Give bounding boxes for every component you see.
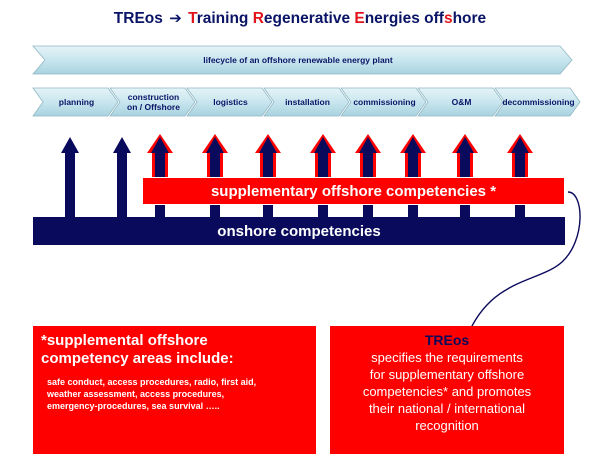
lifecycle-chevron: [32, 45, 573, 75]
treos-description: specifies the requirements for supplemen…: [362, 350, 532, 433]
stage-chevron: [340, 87, 427, 117]
onshore-arrow: [113, 137, 131, 218]
title-initial: R: [252, 10, 264, 27]
supplemental-areas-box: *supplemental offshore competency areas …: [33, 326, 316, 454]
treos-box: TREos specifies the requirements for sup…: [330, 326, 564, 454]
stage-chevron: [494, 87, 581, 117]
treos-name: TREos: [424, 332, 470, 348]
title-initial: s: [443, 10, 453, 27]
title-word: off: [424, 10, 444, 27]
supplementary-arrow: [255, 134, 281, 218]
title-expansion: Training Regenerative Energies offshore: [188, 10, 486, 27]
right-arrow-icon: ➔: [169, 9, 182, 27]
title-word: egenerative: [263, 10, 355, 27]
stage-label: decommissioning: [502, 97, 575, 107]
stage-chevron: [32, 87, 119, 117]
supplementary-arrow: [507, 134, 533, 218]
lifecycle-label: lifecycle of an offshore renewable energ…: [203, 55, 393, 65]
stage-label: installation: [285, 97, 330, 107]
title-initial: E: [354, 10, 365, 27]
title-word: nergies: [364, 10, 425, 27]
supplementary-arrow: [400, 134, 426, 218]
supplemental-areas-heading: *supplemental offshore competency areas …: [41, 332, 234, 367]
stage-chevron: [109, 87, 196, 117]
onshore-arrow: [61, 137, 79, 218]
stage-label: planning: [58, 97, 95, 107]
supplementary-competencies-bar: supplementary offshore competencies *: [143, 177, 564, 205]
supplementary-arrow: [147, 134, 173, 218]
stage-label: logistics: [213, 97, 248, 107]
stage-chevron: [417, 87, 504, 117]
supplementary-arrow: [452, 134, 478, 218]
title-acronym: TREos: [113, 10, 163, 27]
diagram-title: TREos ➔ Training Regenerative Energies o…: [0, 9, 600, 28]
stage-label: construction on / Offshore: [127, 92, 180, 112]
supplementary-arrow: [355, 134, 381, 218]
stage-label: O&M: [451, 97, 472, 107]
title-word: hore: [452, 10, 487, 27]
connector-curve: [469, 191, 581, 331]
supplementary-arrow: [310, 134, 336, 218]
title-initial: T: [188, 10, 197, 27]
supplemental-areas-list: safe conduct, access procedures, radio, …: [47, 377, 257, 411]
onshore-competencies-bar: onshore competencies: [33, 217, 565, 245]
title-word: raining: [196, 10, 253, 27]
stage-chevron: [263, 87, 350, 117]
supplementary-arrow: [202, 134, 228, 218]
stage-label: commissioning: [353, 97, 416, 107]
stage-chevron: [186, 87, 273, 117]
